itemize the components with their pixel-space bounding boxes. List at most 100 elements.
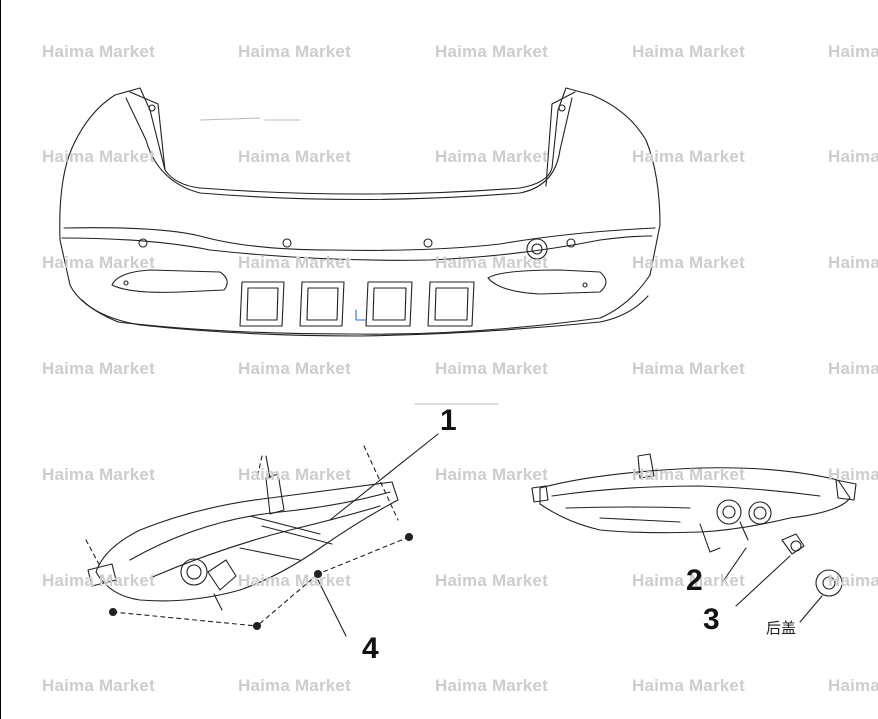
rear-camera-lens — [531, 243, 543, 255]
callout-2: 2 — [686, 564, 703, 597]
watermark: Haima Market — [632, 465, 745, 484]
diffuser-slot-2 — [299, 281, 345, 327]
watermark: Haima Market — [238, 42, 351, 61]
bumper-belt-line — [63, 227, 656, 251]
right-lamp-reflector — [748, 501, 772, 525]
right-reflector-pin — [582, 282, 588, 288]
watermark: Haima Market — [42, 676, 155, 695]
right-lamp-assembly — [531, 453, 857, 623]
watermark: Haima Market — [828, 359, 878, 378]
left-lamp-end-tab — [87, 563, 117, 587]
bumper-lower-edge — [81, 295, 649, 337]
left-lamp-lens-line-1 — [129, 491, 391, 561]
right-reflector-slot — [487, 269, 607, 295]
watermark: Haima Market — [828, 465, 878, 484]
bumper-outline — [59, 87, 661, 335]
right-lamp-reflector-inner — [753, 506, 767, 520]
right-lamp-top-bracket — [637, 453, 655, 479]
rear-camera-housing — [526, 238, 548, 260]
callout-4-leader — [317, 579, 347, 637]
right-lamp-end-tab — [835, 479, 857, 501]
watermark: Haima Market — [238, 253, 351, 272]
callout-1-leader — [329, 433, 439, 521]
parking-sensor-3 — [423, 238, 433, 248]
left-lamp-bulb-socket-inner — [186, 564, 202, 580]
watermark: Haima Market — [238, 359, 351, 378]
callout-1: 1 — [440, 404, 457, 437]
watermark: Haima Market — [435, 253, 548, 272]
watermark: Haima Market — [632, 359, 745, 378]
right-lamp-connector — [699, 521, 749, 553]
watermark: Haima Market — [828, 571, 878, 590]
callout-3: 3 — [703, 603, 720, 636]
right-lamp-lens-line-2 — [565, 506, 691, 523]
left-lamp-top-stem — [265, 455, 271, 479]
diffuser-slot-4 — [427, 281, 475, 327]
watermark: Haima Market — [632, 42, 745, 61]
bumper-clip-left — [148, 104, 156, 112]
rear-cover-leader — [799, 595, 823, 623]
watermark: Haima Market — [42, 253, 155, 272]
bumper-left-tab — [129, 91, 166, 171]
left-lamp-leader-dashed — [85, 445, 410, 627]
parking-sensor-1 — [138, 238, 148, 248]
left-border-line — [0, 0, 1, 719]
callout-3-leader — [735, 555, 791, 607]
watermark: Haima Market — [435, 465, 548, 484]
watermark: Haima Market — [632, 676, 745, 695]
left-lamp-top-bracket — [265, 473, 285, 515]
callout-4: 4 — [362, 632, 379, 665]
left-lamp-lens-line-2 — [149, 505, 381, 579]
bumper-clip-right — [558, 104, 566, 112]
parking-sensor-4 — [566, 238, 576, 248]
center-mark — [355, 309, 367, 321]
left-reflector-slot — [111, 269, 228, 293]
bumper-right-tab — [545, 91, 576, 187]
bulb-part-base — [790, 540, 802, 552]
watermark: Haima Market — [632, 253, 745, 272]
parking-sensor-2 — [282, 238, 292, 248]
watermark: Haima Market — [828, 253, 878, 272]
bumper-belt-line-2 — [61, 235, 653, 261]
watermark: Haima Market — [238, 465, 351, 484]
watermark: Haima Market — [42, 42, 155, 61]
bumper-inner-curve — [125, 97, 573, 201]
watermark: Haima Market — [828, 676, 878, 695]
right-lamp-housing — [539, 467, 851, 534]
watermark: Haima Market — [435, 359, 548, 378]
watermark: Haima Market — [238, 571, 351, 590]
watermark: Haima Market — [42, 147, 155, 166]
right-lamp-left-tab — [531, 485, 549, 503]
watermark: Haima Market — [42, 571, 155, 590]
left-lamp-housing — [95, 481, 399, 602]
right-lamp-bulb-socket-inner — [722, 505, 736, 519]
watermark: Haima Market — [828, 147, 878, 166]
watermark: Haima Market — [632, 147, 745, 166]
rear-cover-part-inner — [822, 576, 836, 590]
left-lamp-connector — [207, 559, 237, 611]
rear-bumper — [59, 87, 661, 337]
right-lamp-bulb-socket — [716, 499, 742, 525]
watermark: Haima Market — [435, 571, 548, 590]
watermark: Haima Market — [42, 359, 155, 378]
rear-cover-label: 后盖 — [766, 619, 797, 637]
bulb-part — [781, 533, 805, 555]
watermark: Haima Market — [632, 571, 745, 590]
watermark: Haima Market — [828, 42, 878, 61]
watermark: Haima Market — [435, 676, 548, 695]
diffuser-slot-1 — [239, 281, 285, 327]
watermark: Haima Market — [238, 147, 351, 166]
left-lamp-bulb-socket — [180, 558, 208, 586]
watermark: Haima Market — [435, 147, 548, 166]
right-lamp-lens-line-1 — [551, 485, 821, 497]
left-lamp-assembly — [85, 433, 439, 637]
left-reflector-pin — [123, 280, 129, 286]
callout-2-leader — [723, 547, 747, 581]
watermark: Haima Market — [238, 676, 351, 695]
stray-marks — [199, 117, 499, 405]
diffuser-slot-3 — [365, 281, 413, 327]
watermark: Haima Market — [42, 465, 155, 484]
left-lamp-lens-line-3 — [239, 515, 333, 561]
